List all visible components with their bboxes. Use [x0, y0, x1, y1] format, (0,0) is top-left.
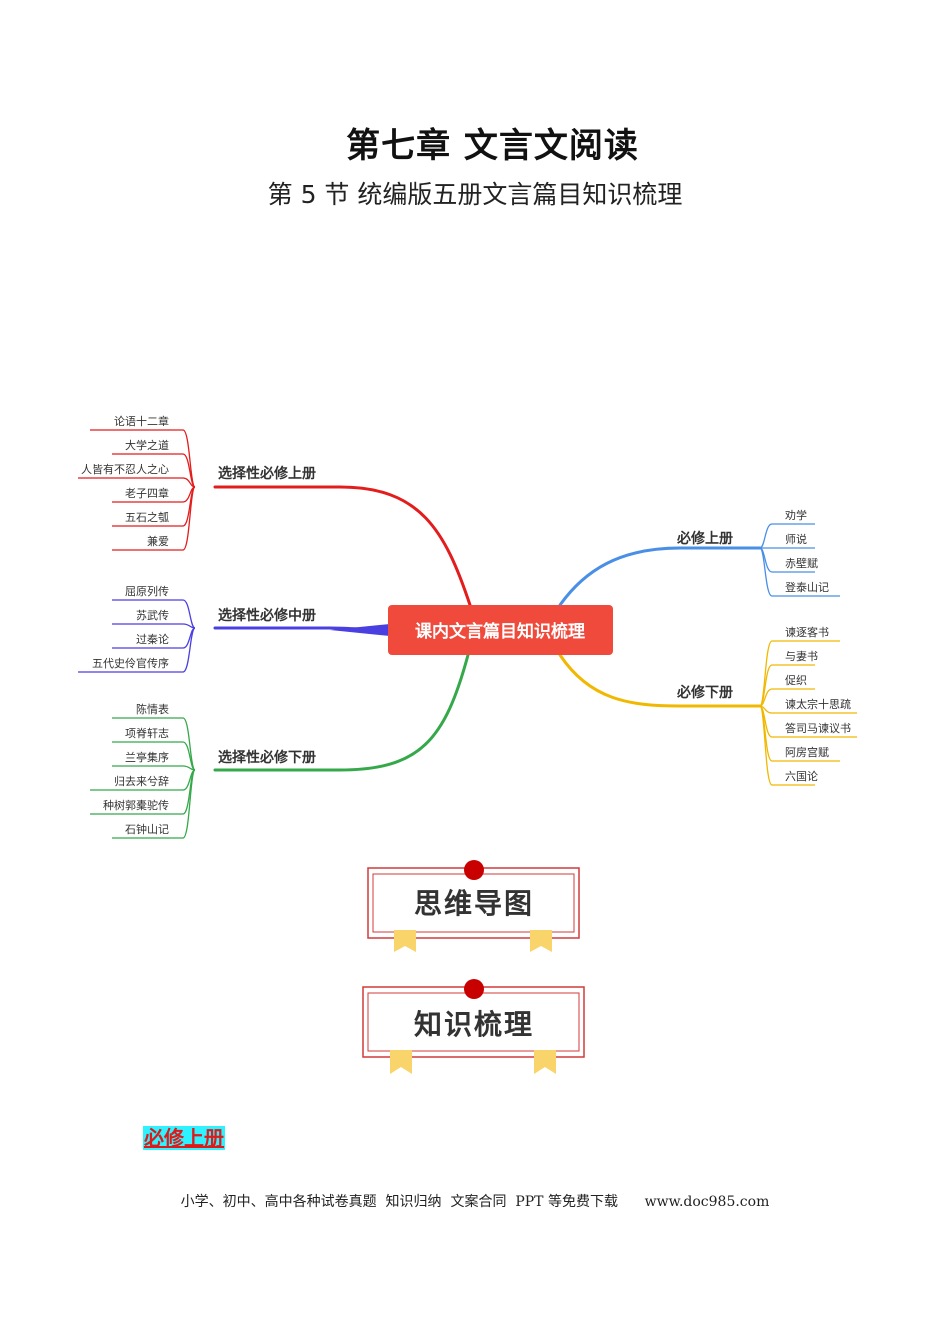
branch-trunk — [213, 653, 470, 772]
banner-knowledge-label: 知识梳理 — [414, 1008, 534, 1041]
leaf-label: 赤壁赋 — [785, 556, 818, 570]
leaf-label: 论语十二章 — [114, 414, 169, 428]
leaf-label: 大学之道 — [125, 438, 169, 452]
branch-label: 必修上册 — [676, 530, 733, 547]
page-title: 第七章 文言文阅读 — [346, 126, 639, 166]
branch-label: 必修下册 — [676, 684, 733, 701]
leaf-connector — [759, 547, 840, 597]
leaf-label: 苏武传 — [136, 609, 169, 622]
leaf-label: 项脊轩志 — [125, 726, 169, 740]
leaf-label: 六国论 — [785, 769, 818, 783]
leaf-connector — [78, 627, 196, 673]
banner-mind-map-label: 思维导图 — [414, 887, 534, 920]
mind-map: 选择性必修上册 论语十二章大学之道人皆有不忍人之心老子四章五石之瓠兼爱选择性必修中… — [78, 414, 857, 1074]
branch-label: 选择性必修中册 — [218, 607, 316, 624]
branch-trunk — [558, 546, 762, 607]
page-footer: 小学、初中、高中各种试卷真题 知识归纳 文案合同 PPT 等免费下载 www.d… — [180, 1194, 770, 1210]
leaf-label: 兼爱 — [147, 535, 169, 548]
leaf-label: 种树郭橐驼传 — [103, 798, 169, 812]
leaf-label: 兰亭集序 — [125, 750, 169, 764]
center-node-label: 课内文言篇目知识梳理 — [415, 621, 585, 642]
leaf-connector — [759, 523, 815, 549]
leaf-connector — [759, 688, 815, 707]
leaf-label: 阿房宫赋 — [785, 745, 829, 759]
leaf-label: 谏太宗十思疏 — [785, 697, 851, 711]
leaf-label: 老子四章 — [125, 486, 169, 500]
leaf-label: 谏逐客书 — [785, 625, 829, 639]
leaf-label: 过秦论 — [136, 632, 169, 646]
leaf-connector — [112, 486, 196, 551]
leaf-label: 答司马谏议书 — [785, 721, 851, 735]
leaf-label: 劝学 — [785, 508, 807, 522]
leaf-label: 人皆有不忍人之心 — [81, 462, 169, 476]
mind-map-center-node: 课内文言篇目知识梳理 — [388, 605, 613, 655]
leaf-label: 师说 — [785, 532, 807, 546]
leaf-label: 促织 — [785, 673, 807, 687]
branch-trunk — [558, 653, 762, 708]
banner-knowledge: 知识梳理 — [362, 979, 585, 1074]
banner-mind-map: 思维导图 — [367, 860, 580, 952]
page-subtitle: 第 5 节 统编版五册文言篇目知识梳理 — [267, 180, 683, 209]
leaf-connector — [759, 705, 815, 786]
leaf-connector — [112, 769, 196, 839]
branch-trunk — [213, 626, 392, 632]
leaf-label: 五代史伶官传序 — [92, 656, 169, 670]
leaf-connector — [112, 741, 196, 771]
leaf-label: 屈原列传 — [125, 584, 169, 598]
branch-trunk — [213, 485, 472, 607]
leaf-label: 石钟山记 — [125, 822, 169, 836]
leaf-label: 五石之瓠 — [125, 510, 169, 524]
leaf-connector — [112, 765, 196, 771]
branch-label: 选择性必修下册 — [218, 749, 316, 766]
leaf-connector — [112, 623, 196, 629]
branch-label: 选择性必修上册 — [218, 465, 316, 482]
leaf-connector — [112, 453, 196, 488]
leaf-connector — [112, 599, 196, 629]
leaf-label: 登泰山记 — [785, 580, 829, 594]
leaf-label: 与妻书 — [785, 650, 818, 663]
leaf-label: 归去来兮辞 — [114, 774, 169, 788]
leaf-label: 陈情表 — [136, 702, 169, 716]
leaf-connector — [78, 477, 196, 488]
section-heading: 必修上册 — [143, 1126, 225, 1150]
